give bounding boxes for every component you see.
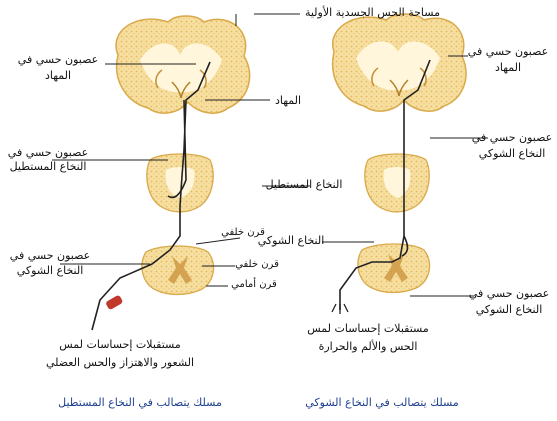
label-receptors-left-1: مستقبلات إحساسات لمس (30, 338, 210, 351)
label-medulla-neuron-left: عصبون حسي في النخاع المستطيل (2, 146, 94, 174)
caption-right: مسلك يتصالب في النخاع الشوكي (292, 396, 472, 409)
label-receptors-right-2: الحس والألم والحرارة (288, 340, 448, 353)
label-thalamus: المهاد (268, 94, 308, 107)
left-receptor-icon (105, 295, 123, 311)
label-spinal-tract-neuron-right: عصبون حسي في النخاع الشوكي (470, 130, 554, 162)
label-cord-neuron-left: عصبون حسي في النخاع الشوكي (2, 248, 98, 278)
label-thalamus-neuron-right: عصبون حسي في المهاد (466, 44, 550, 76)
label-dorsal-horn: قرن خلفي (232, 258, 282, 271)
label-receptors-left-2: الشعور والاهتزاز والحس العضلي (30, 356, 210, 369)
label-ventral-horn: قرن أمامي (226, 278, 282, 291)
right-spinal-cord-section (358, 244, 430, 293)
right-receptor-icon (332, 304, 348, 314)
left-spinal-cord-section (142, 246, 214, 295)
left-brain-section (116, 16, 250, 113)
label-spinal-tract: النخاع الشوكي (256, 234, 326, 247)
label-thalamus-neuron-left: عصبون حسي في المهاد (8, 52, 108, 84)
right-medulla-section (365, 154, 429, 212)
right-brain-section (333, 14, 466, 111)
label-cord-neuron-right: عصبون حسي في النخاع الشوكي (466, 286, 552, 318)
caption-left: مسلك يتصالب في النخاع المستطيل (40, 396, 240, 409)
label-sensory-cortex: مساحة الحس الجسدية الأولية (300, 6, 440, 19)
label-medulla: النخاع المستطيل (262, 178, 346, 191)
label-receptors-right-1: مستقبلات إحساسات لمس (288, 322, 448, 335)
